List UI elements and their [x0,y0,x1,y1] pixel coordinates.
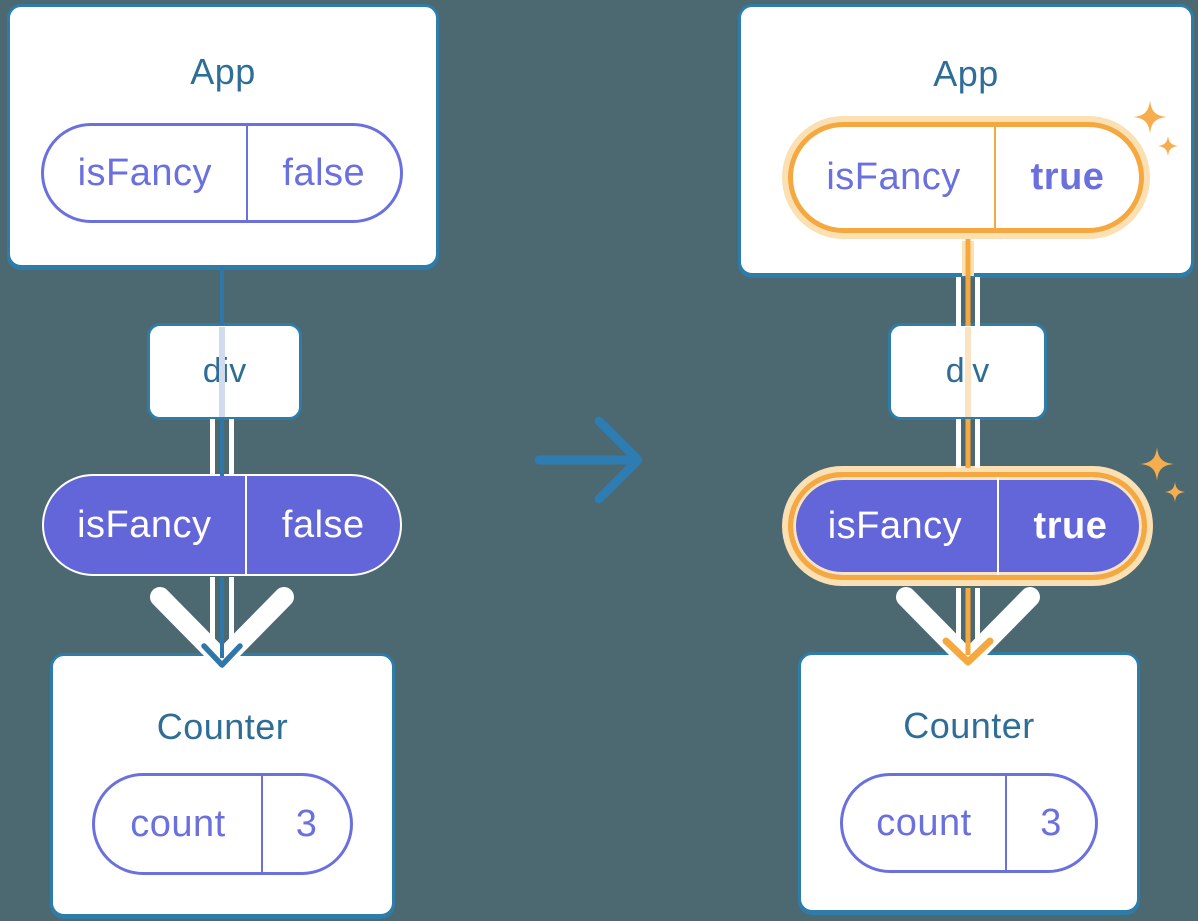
before-rerender-arrow [150,577,294,670]
state-value-label: 3 [295,802,318,845]
after-div-node: div [888,323,1047,420]
prop-value-label: true [1033,504,1108,547]
after-prop-pipe-top [956,277,980,326]
after-counter-title: Counter [903,705,1035,746]
after-app-title: App [933,53,999,94]
div-node-label: div [202,352,247,390]
state-name-label: count [843,776,1008,870]
prop-value-label: false [282,151,366,194]
before-div-node: div [147,323,302,420]
prop-name-label: isFancy [44,476,247,574]
after-rerender-arrow [896,587,1040,670]
before-prop-pipe-upper [210,419,234,476]
prop-value-label: true [1030,156,1105,198]
prop-value-label: false [281,503,365,546]
after-counter-state-pill: count 3 [840,773,1098,873]
state-value-label: 3 [1040,801,1062,844]
after-app-prop-pill: isFancy true [788,122,1144,233]
before-app-prop-pill: isFancy false [41,123,403,223]
before-counter-title: Counter [156,706,289,747]
after-passed-prop-pill: isFancy true [788,472,1147,580]
before-app-title: App [190,51,256,92]
prop-name-label: isFancy [44,126,248,220]
prop-name-label: isFancy [793,127,997,228]
sparkle-icon [1164,481,1186,503]
state-name-label: count [95,776,264,872]
sparkle-icon [1140,447,1174,481]
after-prop-pipe-upper [956,419,980,468]
before-counter-state-pill: count 3 [92,773,353,875]
arrow-right-icon [534,416,643,504]
div-node-label: div [945,352,990,390]
before-passed-prop-pill: isFancy false [42,474,402,576]
prop-name-label: isFancy [793,477,999,575]
